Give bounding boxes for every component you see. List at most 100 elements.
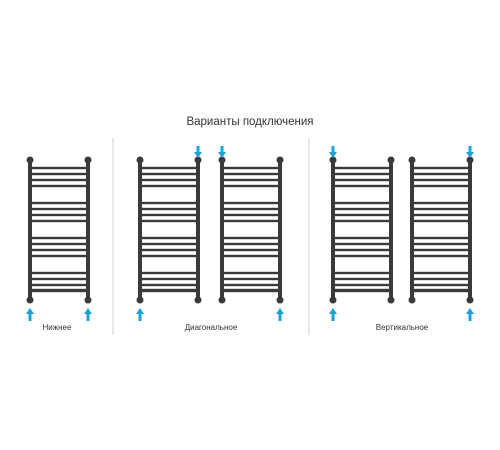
radiator-rail: [410, 160, 414, 300]
radiator-bar: [412, 242, 470, 246]
radiator-bar: [222, 201, 280, 205]
arrow-shaft: [278, 313, 282, 321]
radiator-bar: [222, 288, 280, 292]
arrow-shaft: [196, 146, 200, 153]
rail-cap-top: [26, 156, 34, 164]
radiator-bar: [222, 254, 280, 258]
arrow-head: [218, 152, 226, 158]
radiator-bar: [140, 283, 198, 287]
arrow-shaft: [331, 146, 335, 153]
group-label-bottom: Нижнее: [43, 323, 72, 332]
radiator-bar: [222, 184, 280, 188]
outlet-arrow-up: [329, 308, 337, 321]
arrow-shaft: [28, 313, 32, 321]
radiator-bar: [412, 254, 470, 258]
radiator-bar: [222, 271, 280, 275]
radiator-bar: [30, 184, 88, 188]
arrow-head: [136, 308, 144, 314]
inlet-arrow-up: [26, 308, 34, 321]
radiator-bar: [30, 213, 88, 217]
radiator-bar: [333, 172, 391, 176]
radiator-bar: [140, 166, 198, 170]
radiator-bar: [412, 288, 470, 292]
rail-cap-bottom: [136, 296, 144, 304]
radiator-bar: [333, 271, 391, 275]
radiator-bar: [333, 178, 391, 182]
radiator-bar: [333, 288, 391, 292]
radiator-bar: [222, 166, 280, 170]
radiator-bar: [30, 219, 88, 223]
radiator-bar: [412, 277, 470, 281]
radiator-rail: [331, 160, 335, 300]
group-label-diagonal: Диагональное: [185, 323, 238, 332]
radiator-bar: [30, 242, 88, 246]
radiator-vertical-2: [408, 156, 474, 304]
radiator-diagonal-2: [218, 156, 284, 304]
rail-cap-top: [387, 156, 395, 164]
radiator-bar: [412, 248, 470, 252]
arrow-shaft: [138, 313, 142, 321]
radiator-bar: [333, 277, 391, 281]
radiator-bar: [30, 207, 88, 211]
arrow-shaft: [86, 313, 90, 321]
radiator-bar: [140, 236, 198, 240]
rail-cap-bottom: [218, 296, 226, 304]
radiator-rail: [196, 160, 200, 300]
rail-cap-bottom: [387, 296, 395, 304]
group-label-vertical: Вертикальное: [376, 323, 429, 332]
radiator-bar: [222, 172, 280, 176]
radiator-bar: [140, 254, 198, 258]
radiator-bar: [222, 178, 280, 182]
arrow-head: [194, 152, 202, 158]
radiator-bar: [333, 236, 391, 240]
arrow-head: [329, 152, 337, 158]
radiator-bottom: [26, 156, 92, 304]
radiator-bar: [412, 283, 470, 287]
radiator-bar: [222, 219, 280, 223]
radiator-bar: [412, 236, 470, 240]
radiator-bar: [30, 236, 88, 240]
radiator-bar: [333, 219, 391, 223]
rail-cap-top: [329, 156, 337, 164]
radiator-bar: [412, 271, 470, 275]
radiator-diagonal-1: [136, 156, 202, 304]
rail-cap-bottom: [466, 296, 474, 304]
radiator-bar: [30, 271, 88, 275]
radiator-bar: [140, 288, 198, 292]
radiator-bar: [140, 172, 198, 176]
arrow-head: [84, 308, 92, 314]
radiator-bar: [333, 242, 391, 246]
radiator-bar: [333, 283, 391, 287]
rail-cap-bottom: [276, 296, 284, 304]
radiator-bar: [412, 207, 470, 211]
radiator-bar: [333, 207, 391, 211]
rail-cap-top: [136, 156, 144, 164]
radiator-rail: [220, 160, 224, 300]
arrow-head: [329, 308, 337, 314]
radiator-bar: [222, 248, 280, 252]
radiator-rail: [389, 160, 393, 300]
radiator-bar: [140, 178, 198, 182]
rail-cap-top: [408, 156, 416, 164]
outlet-arrow-up: [276, 308, 284, 321]
radiator-bar: [333, 213, 391, 217]
radiator-bar: [222, 213, 280, 217]
radiator-rail: [278, 160, 282, 300]
radiator-bar: [30, 178, 88, 182]
outlet-arrow-up: [84, 308, 92, 321]
outlet-arrow-up: [466, 308, 474, 321]
radiator-bar: [140, 219, 198, 223]
radiator-bar: [333, 248, 391, 252]
inlet-arrow-down: [329, 146, 337, 158]
radiator-bar: [412, 178, 470, 182]
radiator-bar: [412, 184, 470, 188]
rail-cap-top: [466, 156, 474, 164]
radiator-bar: [30, 248, 88, 252]
diagram-title: Варианты подключения: [186, 116, 314, 128]
radiator-bar: [412, 166, 470, 170]
radiator-bar: [140, 213, 198, 217]
radiator-bar: [412, 172, 470, 176]
radiator-bar: [140, 271, 198, 275]
radiator-bar: [222, 236, 280, 240]
